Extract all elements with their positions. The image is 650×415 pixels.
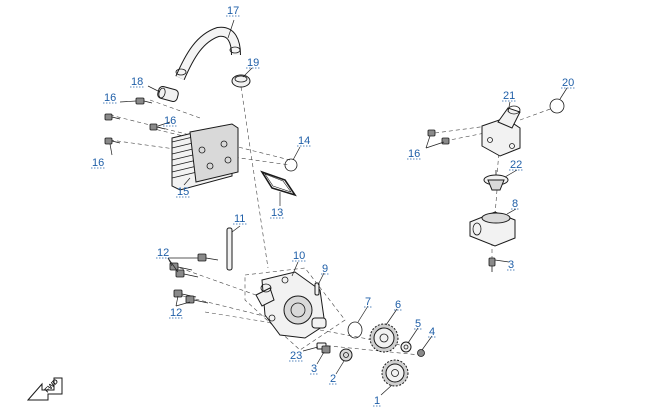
coolant-hose[interactable] <box>175 26 241 80</box>
o-ring-7[interactable] <box>347 321 363 339</box>
washer-2[interactable] <box>339 348 353 362</box>
callout-12-a[interactable]: 12 <box>157 247 169 259</box>
thermostat-housing[interactable] <box>469 211 516 247</box>
gear-6[interactable] <box>369 323 399 353</box>
callout-5[interactable]: 5 <box>415 318 421 330</box>
o-ring-20[interactable] <box>549 98 565 114</box>
callout-1[interactable]: 1 <box>374 395 380 407</box>
callout-16-d[interactable]: 16 <box>408 148 420 160</box>
callout-2[interactable]: 2 <box>330 373 336 385</box>
callout-15[interactable]: 15 <box>177 186 189 198</box>
callout-16-c[interactable]: 16 <box>92 157 104 169</box>
callout-20[interactable]: 20 <box>562 77 574 89</box>
water-pump-housing[interactable] <box>255 271 327 339</box>
callout-23[interactable]: 23 <box>290 350 302 362</box>
o-ring-14[interactable] <box>284 158 298 172</box>
callout-10[interactable]: 10 <box>293 250 305 262</box>
callout-13[interactable]: 13 <box>271 207 283 219</box>
dowel-pin-9[interactable] <box>314 282 320 296</box>
bolt-12-e[interactable] <box>185 295 209 304</box>
bolt-12-a[interactable] <box>197 253 219 262</box>
oil-cooler[interactable] <box>171 123 239 191</box>
callout-21[interactable]: 21 <box>503 90 515 102</box>
bolt-16-d[interactable] <box>104 137 121 145</box>
callout-6[interactable]: 6 <box>395 299 401 311</box>
thermostat-cover[interactable] <box>481 105 521 157</box>
thermostat[interactable] <box>483 170 509 191</box>
leader-lines <box>109 19 568 396</box>
callout-8[interactable]: 8 <box>512 198 518 210</box>
bolt-3-lower[interactable] <box>321 345 331 354</box>
callout-19[interactable]: 19 <box>247 57 259 69</box>
callout-18[interactable]: 18 <box>131 76 143 88</box>
nut-4[interactable] <box>417 349 425 357</box>
callout-4[interactable]: 4 <box>429 326 435 338</box>
bolt-16-f[interactable] <box>441 137 450 145</box>
callout-17[interactable]: 17 <box>227 5 239 17</box>
callout-16-b[interactable]: 16 <box>164 115 176 127</box>
forward-direction-arrow-icon: FWD <box>26 377 63 401</box>
bolt-3-right[interactable] <box>488 257 496 272</box>
bolt-16-a[interactable] <box>135 97 153 105</box>
callout-12-b[interactable]: 12 <box>170 307 182 319</box>
washer-5[interactable] <box>400 341 412 353</box>
bolt-16-b[interactable] <box>104 113 121 121</box>
gasket-13[interactable] <box>260 170 297 197</box>
callout-14[interactable]: 14 <box>298 135 310 147</box>
callout-labels: 17 19 18 16 16 16 15 14 13 11 12 12 10 9… <box>91 5 576 407</box>
hose-clamp[interactable] <box>231 74 251 88</box>
callout-3-a[interactable]: 3 <box>311 363 317 375</box>
pin-11[interactable] <box>226 227 233 271</box>
callout-7[interactable]: 7 <box>365 296 371 308</box>
bolt-16-e[interactable] <box>427 129 436 137</box>
callout-9[interactable]: 9 <box>322 263 328 275</box>
callout-16-a[interactable]: 16 <box>104 92 116 104</box>
callout-22[interactable]: 22 <box>510 159 522 171</box>
bolt-16-c[interactable] <box>149 123 166 131</box>
callout-11[interactable]: 11 <box>234 213 245 225</box>
gear-1[interactable] <box>381 359 409 387</box>
callout-3-b[interactable]: 3 <box>508 259 514 271</box>
bolt-12-b[interactable] <box>169 262 193 271</box>
hose-fitting[interactable] <box>157 86 179 103</box>
